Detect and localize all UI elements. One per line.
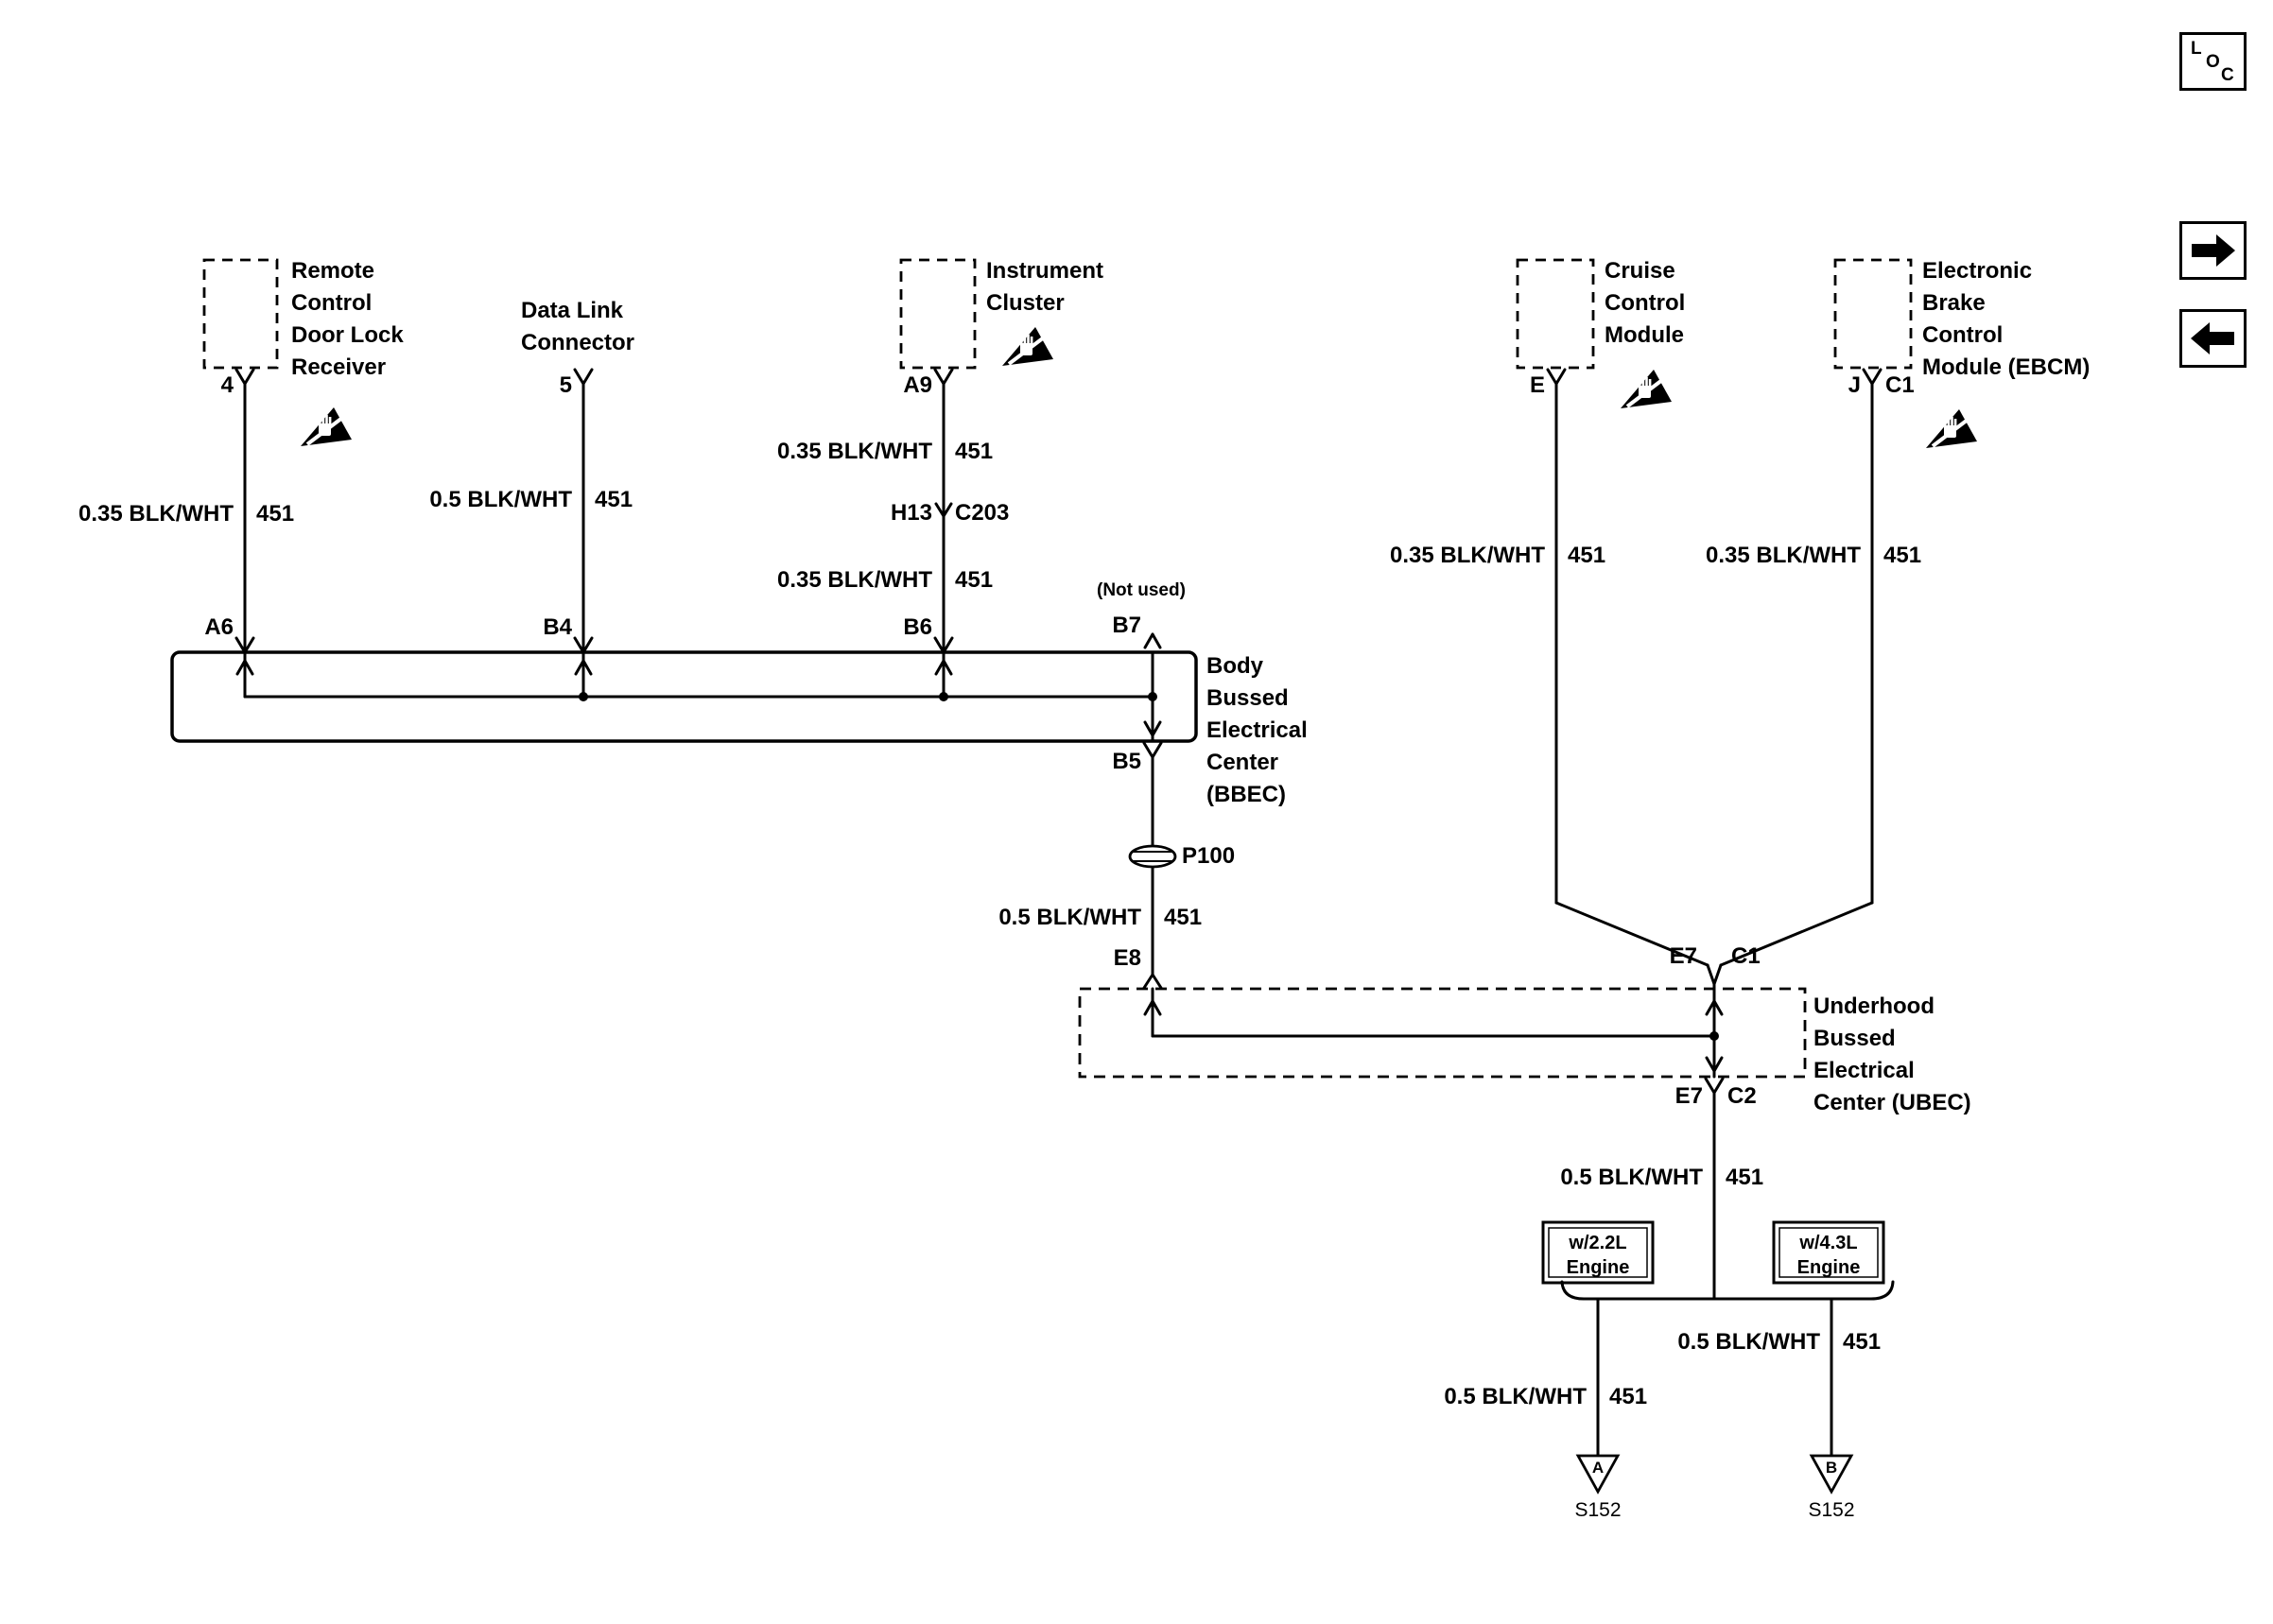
arrow-right-icon bbox=[2192, 234, 2235, 267]
connector-pin-label-h13: H13 bbox=[890, 500, 932, 526]
pin-label-j: J bbox=[1848, 372, 1861, 398]
esd-sensitive-icon bbox=[1000, 325, 1055, 368]
wire-spec-ground-right: 0.5 BLK/WHT bbox=[1677, 1329, 1820, 1355]
pin-label-b5: B5 bbox=[1112, 749, 1141, 774]
component-label-bbec: Body Bussed Electrical Center (BBEC) bbox=[1206, 653, 1308, 807]
wire-spec-ubec-out: 0.5 BLK/WHT bbox=[1560, 1165, 1703, 1190]
ubec-box bbox=[1078, 987, 1807, 1079]
pin-label-e7-bottom: E7 bbox=[1674, 1083, 1703, 1109]
pin-label-a6: A6 bbox=[204, 614, 234, 640]
pin-label-e7-top: E7 bbox=[1669, 943, 1697, 969]
wire-circuit-bbec-to-ubec: 451 bbox=[1164, 905, 1203, 930]
wire-spec-ground-left: 0.5 BLK/WHT bbox=[1444, 1384, 1587, 1409]
esd-sensitive-icon bbox=[1924, 407, 1979, 450]
loc-letter-c: C bbox=[2221, 65, 2234, 85]
pin-label-e8: E8 bbox=[1113, 945, 1141, 971]
connector-label-c1-ebcm: C1 bbox=[1885, 372, 1915, 398]
component-label-ebcm: Electronic Brake Control Module (EBCM) bbox=[1922, 258, 2091, 380]
component-label-instrument-cluster: Instrument Cluster bbox=[986, 258, 1104, 316]
component-label-data-link-connector: Data Link Connector bbox=[521, 298, 634, 355]
splice-label-s152-left: S152 bbox=[1574, 1499, 1622, 1521]
ground-terminal-a bbox=[1575, 1454, 1621, 1494]
connector-label-c1-ubec: C1 bbox=[1731, 943, 1761, 969]
loc-letter-l: L bbox=[2191, 39, 2202, 59]
wire-dlc-to-bbec bbox=[573, 368, 594, 654]
connector-label-c203: C203 bbox=[955, 500, 1010, 526]
splice-label-s152-right: S152 bbox=[1808, 1499, 1855, 1521]
wire-spec-receiver: 0.35 BLK/WHT bbox=[78, 501, 234, 527]
component-label-ubec: Underhood Bussed Electrical Center (UBEC… bbox=[1813, 993, 1971, 1115]
wire-cluster-to-bbec bbox=[933, 368, 954, 654]
back-button[interactable] bbox=[2179, 309, 2247, 368]
wire-circuit-ubec-out: 451 bbox=[1726, 1165, 1764, 1190]
engine-option-box-22 bbox=[1541, 1220, 1655, 1285]
wire-spec-bbec-to-ubec: 0.5 BLK/WHT bbox=[998, 905, 1141, 930]
engine-option-label-43: w/4.3L Engine bbox=[1796, 1233, 1861, 1278]
component-box-remote-receiver bbox=[202, 258, 279, 370]
forward-button[interactable] bbox=[2179, 221, 2247, 280]
wire-circuit-dlc: 451 bbox=[595, 487, 633, 512]
loc-letter-o: O bbox=[2206, 52, 2220, 72]
component-label-cruise-control-module: Cruise Control Module bbox=[1605, 258, 1686, 348]
wire-spec-cluster-upper: 0.35 BLK/WHT bbox=[776, 439, 932, 464]
ground-terminal-b bbox=[1809, 1454, 1854, 1494]
component-box-instrument-cluster bbox=[899, 258, 977, 370]
wire-ebcm-to-ubec bbox=[1712, 368, 1883, 991]
wire-spec-ebcm: 0.35 BLK/WHT bbox=[1705, 543, 1861, 568]
pin-label-b7: B7 bbox=[1112, 613, 1141, 638]
arrow-left-icon bbox=[2191, 322, 2234, 354]
wire-circuit-cluster-lower: 451 bbox=[955, 567, 994, 593]
wire-circuit-ground-left: 451 bbox=[1609, 1384, 1648, 1409]
wire-circuit-ebcm: 451 bbox=[1883, 543, 1922, 568]
wire-circuit-ground-right: 451 bbox=[1843, 1329, 1882, 1355]
pin-note-not-used: (Not used) bbox=[1097, 580, 1186, 600]
splice-bracket bbox=[1560, 1280, 1895, 1458]
wire-spec-cruise: 0.35 BLK/WHT bbox=[1389, 543, 1545, 568]
wire-circuit-cluster-upper: 451 bbox=[955, 439, 994, 464]
wire-receiver-to-bbec bbox=[234, 368, 255, 654]
esd-sensitive-icon bbox=[1619, 368, 1674, 410]
pin-label-b4: B4 bbox=[543, 614, 572, 640]
p100-grommet-symbol bbox=[1128, 844, 1177, 869]
wire-circuit-receiver: 451 bbox=[256, 501, 295, 527]
connector-label-c2-ubec: C2 bbox=[1727, 1083, 1757, 1109]
pin-label-4: 4 bbox=[220, 372, 234, 398]
wire-cruise-to-ubec bbox=[1546, 368, 1716, 986]
esd-sensitive-icon bbox=[299, 406, 354, 448]
pin-label-e: E bbox=[1529, 372, 1545, 398]
pin-label-5: 5 bbox=[559, 372, 572, 398]
engine-option-label-22: w/2.2L Engine bbox=[1566, 1233, 1630, 1278]
ground-terminal-letter-b: B bbox=[1825, 1459, 1838, 1477]
wire-ubec-out bbox=[1704, 1077, 1725, 1301]
component-box-cruise-control-module bbox=[1516, 258, 1595, 370]
wire-spec-cluster-lower: 0.35 BLK/WHT bbox=[776, 567, 932, 593]
bbec-b7-not-used-arrow bbox=[1143, 632, 1162, 649]
pin-label-b6: B6 bbox=[903, 614, 932, 640]
wire-spec-dlc: 0.5 BLK/WHT bbox=[429, 487, 572, 512]
engine-option-box-43 bbox=[1772, 1220, 1885, 1285]
pin-label-a9: A9 bbox=[903, 372, 932, 398]
ground-terminal-letter-a: A bbox=[1591, 1459, 1605, 1477]
wire-circuit-cruise: 451 bbox=[1568, 543, 1606, 568]
component-label-remote-receiver: Remote Control Door Lock Receiver bbox=[291, 258, 404, 380]
bbec-box bbox=[170, 650, 1198, 743]
connector-label-p100: P100 bbox=[1182, 843, 1236, 869]
loc-button[interactable]: L O C bbox=[2179, 32, 2247, 91]
component-box-ebcm bbox=[1833, 258, 1913, 370]
